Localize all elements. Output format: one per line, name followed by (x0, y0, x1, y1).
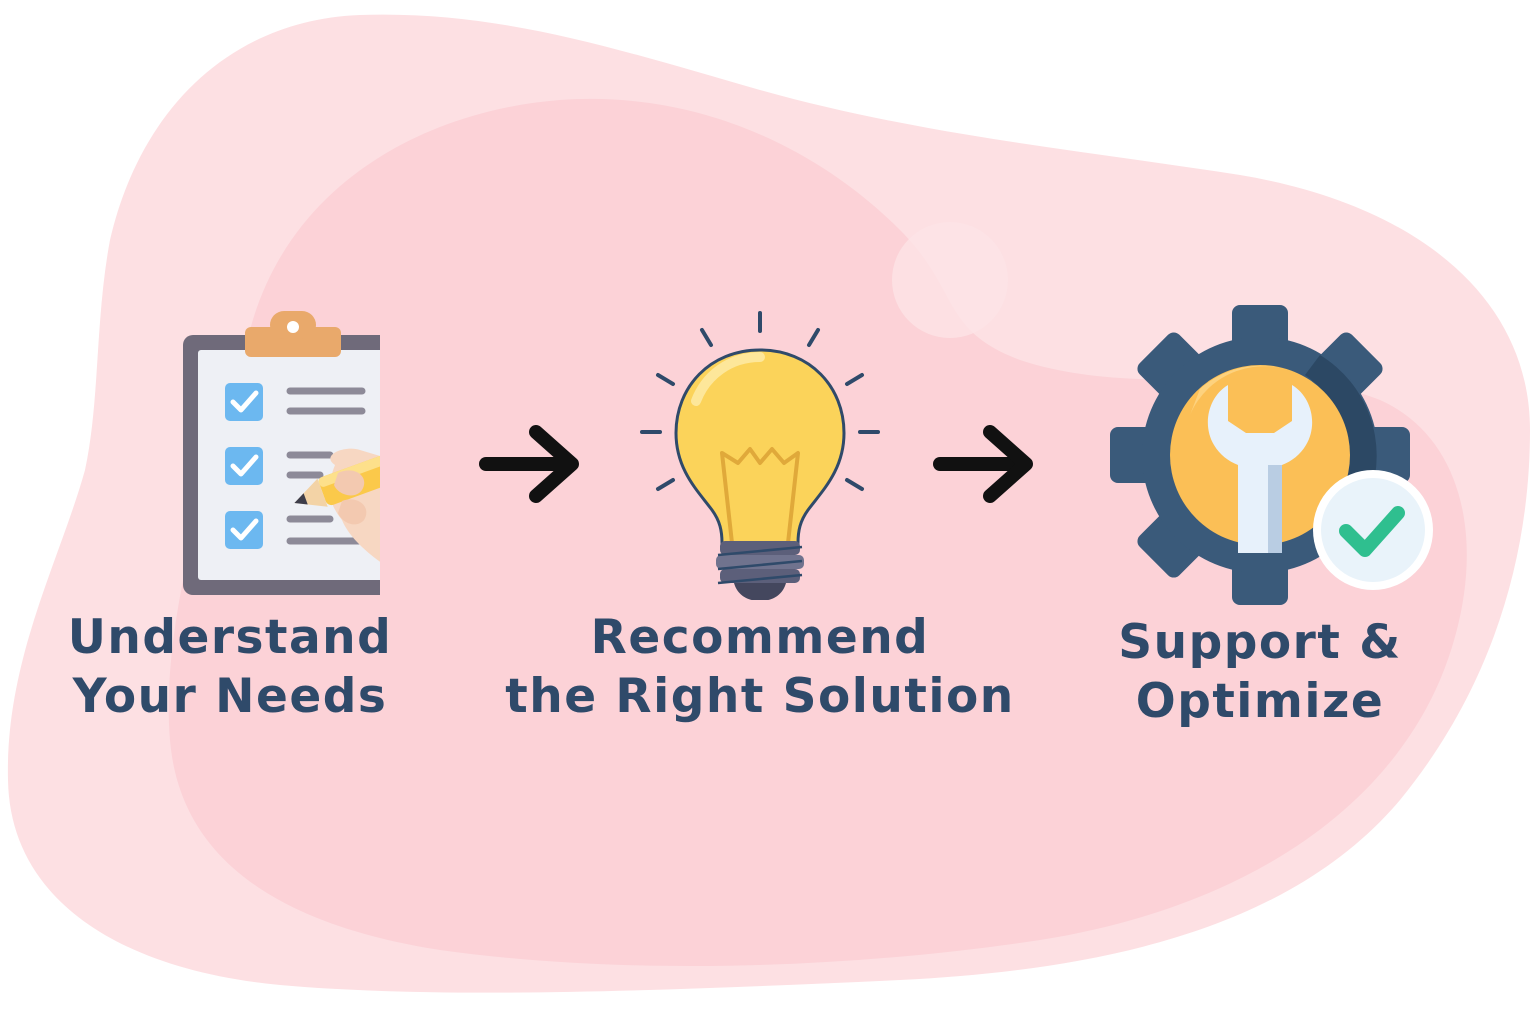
clipboard-checklist-icon (183, 311, 380, 595)
background-blob-inner (168, 98, 1467, 967)
step-understand-needs: Understand Your Needs (30, 305, 430, 726)
lightbulb-icon (640, 311, 880, 600)
step-support-optimize: Support & Optimize (1060, 305, 1460, 731)
step-label-understand-needs: Understand Your Needs (67, 610, 393, 724)
step-recommend-solution: Recommend the Right Solution (460, 305, 1060, 726)
step-label-recommend-solution: Recommend the Right Solution (505, 610, 1015, 724)
arrow-right-icon (933, 425, 1033, 503)
arrow-right-icon (479, 425, 579, 503)
gear-wrench-check-icon (1110, 305, 1433, 605)
step-label-support-optimize: Support & Optimize (1118, 615, 1402, 729)
background-blob-highlight (892, 222, 1008, 338)
